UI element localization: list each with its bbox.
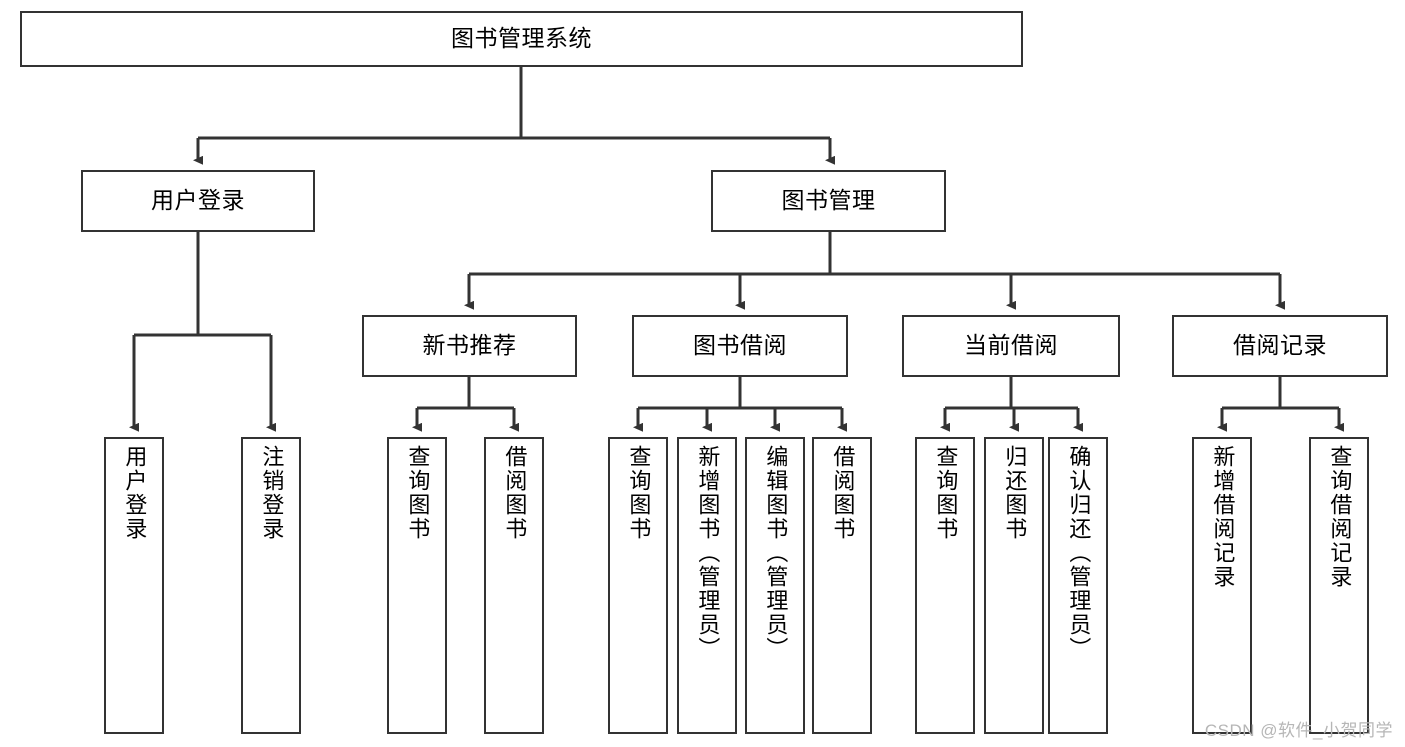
- leaf-borrow-add-book-admin[interactable]: 新增图书（管理员）: [677, 437, 737, 734]
- node-label: 当前借阅: [964, 332, 1058, 359]
- leaf-record-add-borrow-record[interactable]: 新增借阅记录: [1192, 437, 1252, 734]
- node-label: 图书借阅: [693, 332, 787, 359]
- node-user-login[interactable]: 用户登录: [81, 170, 315, 232]
- node-new-book-recommend[interactable]: 新书推荐: [362, 315, 577, 377]
- node-label: 新增图书（管理员）: [695, 445, 721, 661]
- leaf-recommend-borrow-book[interactable]: 借阅图书: [484, 437, 544, 734]
- node-label: 用户登录: [151, 187, 245, 214]
- node-label: 查询图书: [626, 445, 652, 541]
- csdn-watermark: CSDN @软件_小贺同学: [1204, 721, 1393, 740]
- node-label: 借阅图书: [502, 445, 528, 541]
- node-label: 编辑图书（管理员）: [763, 445, 789, 661]
- leaf-current-return-book[interactable]: 归还图书: [984, 437, 1044, 734]
- node-label: 确认归还（管理员）: [1066, 445, 1092, 661]
- node-label: 查询图书: [933, 445, 959, 541]
- node-label: 归还图书: [1002, 445, 1028, 541]
- node-book-borrow[interactable]: 图书借阅: [632, 315, 848, 377]
- leaf-user-login-login[interactable]: 用户登录: [104, 437, 164, 734]
- node-label: 查询图书: [405, 445, 431, 541]
- node-root-book-management-system[interactable]: 图书管理系统: [20, 11, 1023, 67]
- node-label: 借阅记录: [1233, 332, 1327, 359]
- node-label: 借阅图书: [830, 445, 856, 541]
- leaf-recommend-query-book[interactable]: 查询图书: [387, 437, 447, 734]
- leaf-current-query-book[interactable]: 查询图书: [915, 437, 975, 734]
- leaf-user-login-logout[interactable]: 注销登录: [241, 437, 301, 734]
- node-label: 新书推荐: [422, 332, 517, 359]
- node-label: 图书管理系统: [451, 25, 592, 52]
- node-label: 注销登录: [259, 445, 285, 541]
- node-current-borrow[interactable]: 当前借阅: [902, 315, 1120, 377]
- node-label: 查询借阅记录: [1327, 445, 1353, 589]
- node-book-management[interactable]: 图书管理: [711, 170, 946, 232]
- node-label: 图书管理: [781, 187, 876, 214]
- node-label: 新增借阅记录: [1210, 445, 1236, 589]
- node-label: 用户登录: [122, 445, 148, 541]
- node-borrow-record[interactable]: 借阅记录: [1172, 315, 1388, 377]
- leaf-borrow-borrow-book[interactable]: 借阅图书: [812, 437, 872, 734]
- leaf-record-query-borrow-record[interactable]: 查询借阅记录: [1309, 437, 1369, 734]
- leaf-borrow-edit-book-admin[interactable]: 编辑图书（管理员）: [745, 437, 805, 734]
- leaf-current-confirm-return-admin[interactable]: 确认归还（管理员）: [1048, 437, 1108, 734]
- leaf-borrow-query-book[interactable]: 查询图书: [608, 437, 668, 734]
